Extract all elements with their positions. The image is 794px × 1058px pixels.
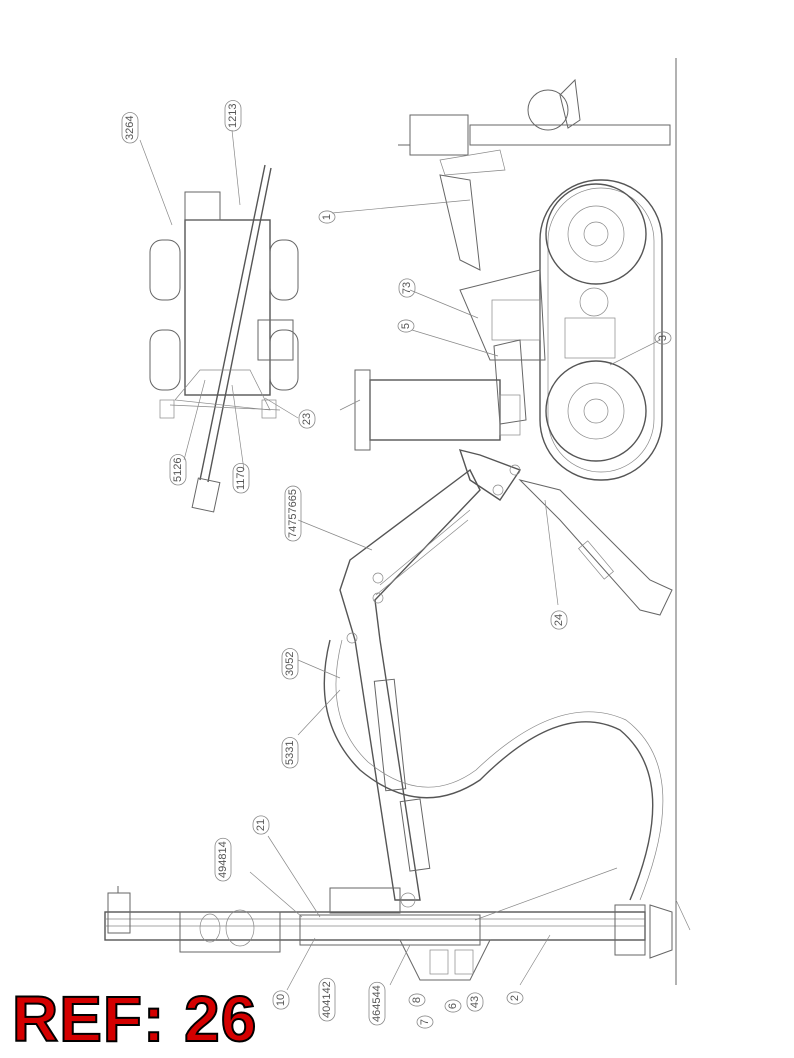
- callout-bubble: [416, 1015, 434, 1029]
- callout-bubble: [397, 319, 415, 333]
- callout-24: 24: [553, 614, 565, 626]
- tank-dome: [527, 89, 569, 131]
- callout-bubble: [408, 993, 426, 1007]
- callout-bubble: [368, 981, 386, 1026]
- callout-7: 7: [419, 1019, 431, 1025]
- callout-43: 43: [469, 996, 481, 1008]
- callout-494814: 494814: [217, 841, 229, 878]
- callout-5126: 5126: [172, 458, 184, 482]
- callout-73: 73: [401, 282, 413, 294]
- callout-bubble: [214, 837, 232, 882]
- callout-bubble: [466, 992, 484, 1012]
- callout-bubble: [232, 462, 250, 494]
- callout-8: 8: [411, 997, 423, 1003]
- top-track-left-front: [149, 239, 181, 301]
- callout-10: 10: [275, 994, 287, 1006]
- callout-bubble: [272, 990, 290, 1010]
- callout-3052: 3052: [284, 652, 296, 676]
- mast-clamp: [329, 887, 401, 914]
- callout-bubble: [318, 977, 336, 1022]
- callout-1: 1: [321, 214, 333, 220]
- callout-bubble: [252, 815, 270, 835]
- callout-3: 3: [657, 335, 669, 341]
- hydraulic-hose: [323, 639, 654, 901]
- top-view: [149, 164, 299, 513]
- ref-label: REF: 26: [11, 983, 258, 1055]
- track-wheel-front: [545, 183, 647, 285]
- callout-404142: 404142: [321, 981, 333, 1018]
- boom-arm: [323, 449, 673, 908]
- callout-bubble: [444, 999, 462, 1013]
- boom-main: [339, 468, 481, 901]
- callout-23: 23: [301, 413, 313, 425]
- outrigger-leg: [518, 479, 673, 616]
- callout-bubble: [224, 100, 242, 132]
- top-mast: [199, 164, 266, 481]
- callout-bubbles: [121, 100, 672, 1029]
- top-chassis: [184, 219, 271, 396]
- callout-bubble: [318, 210, 336, 224]
- callout-bubble: [654, 331, 672, 345]
- callout-bubble: [281, 737, 299, 769]
- callout-74757665: 74757665: [287, 489, 299, 538]
- callout-bubble: [298, 409, 316, 429]
- drill-head: [179, 911, 281, 953]
- callout-2: 2: [509, 995, 521, 1001]
- track-belt: [539, 179, 663, 481]
- callout-6: 6: [447, 1003, 459, 1009]
- motor-box: [369, 379, 501, 441]
- callout-3264: 3264: [124, 116, 136, 140]
- callout-bubble: [506, 991, 524, 1005]
- callout-bubble: [121, 112, 139, 144]
- callout-1213: 1213: [227, 104, 239, 128]
- callout-bubble: [550, 610, 568, 630]
- callout-bubble: [169, 454, 187, 486]
- control-box: [409, 114, 469, 156]
- callout-21: 21: [255, 819, 267, 831]
- callouts: 3264 1213 1 73 5 3 23 5126 1170 74757665…: [124, 104, 669, 1026]
- callout-bubble: [284, 485, 302, 542]
- callout-1170: 1170: [235, 466, 247, 490]
- callout-leaders: [139, 129, 661, 991]
- drill-mast: [104, 886, 691, 981]
- engine-housing: [459, 269, 546, 361]
- callout-5: 5: [400, 323, 412, 329]
- tracked-carrier: [339, 78, 671, 481]
- chassis-frame: [469, 124, 671, 146]
- callout-bubble: [398, 278, 416, 298]
- track-wheel-rear: [545, 360, 647, 462]
- callout-bubble: [281, 648, 299, 680]
- callout-464544: 464544: [371, 985, 383, 1022]
- callout-5331: 5331: [284, 741, 296, 765]
